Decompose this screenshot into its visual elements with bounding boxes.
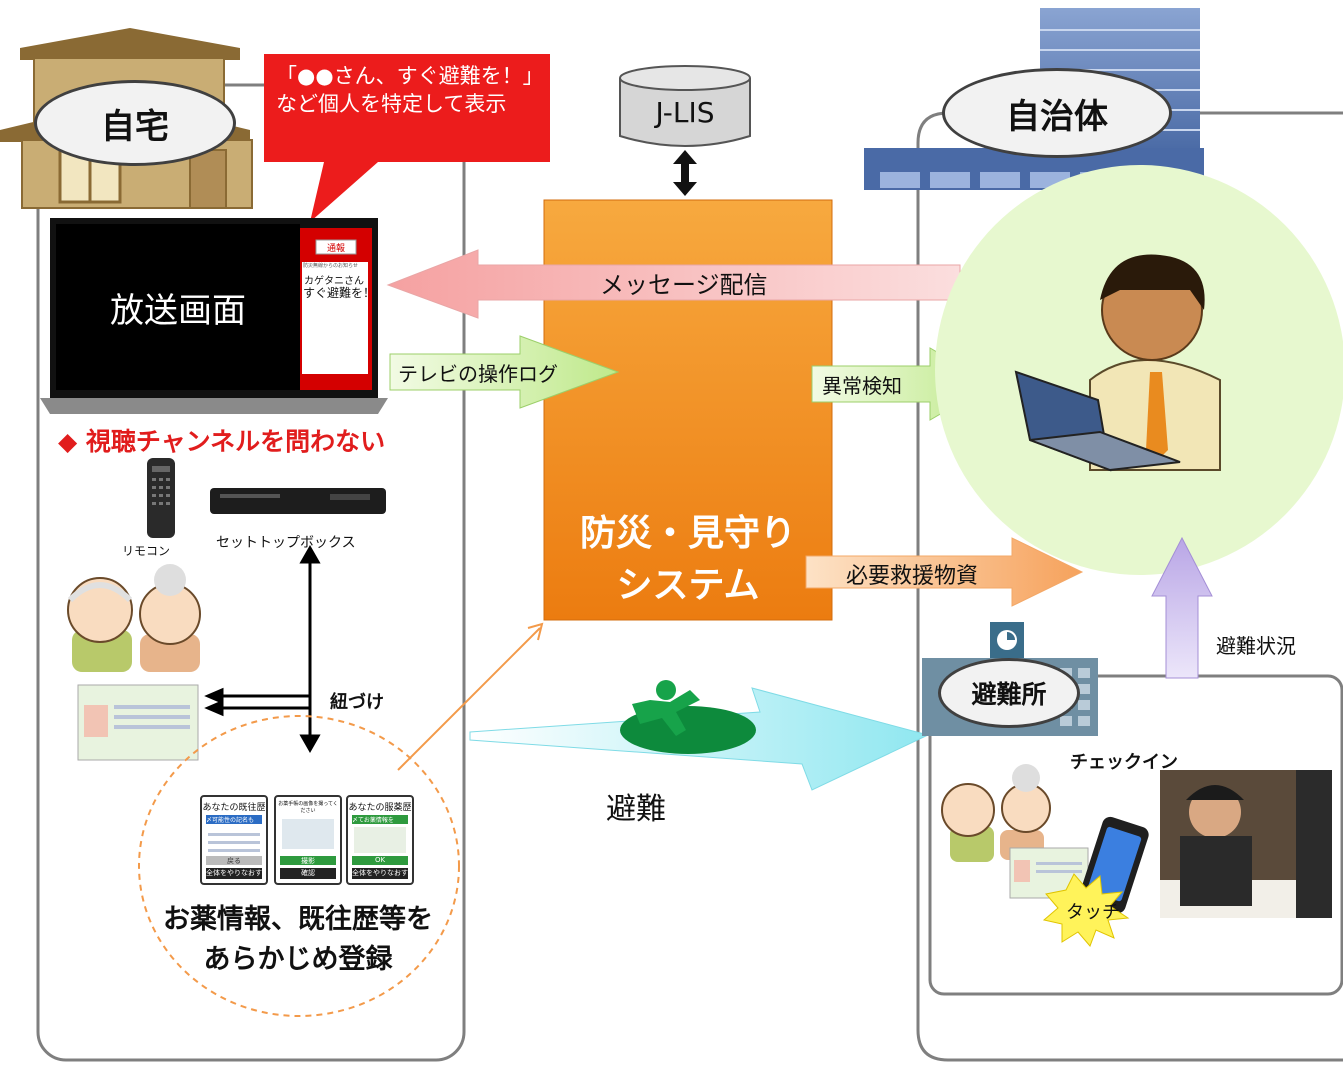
speech-balloon-text: 「●●さん、すぐ避難を！」など個人を特定して表示 bbox=[276, 64, 534, 116]
home-title: 自宅 bbox=[101, 106, 169, 147]
message-label: メッセージ配信 bbox=[600, 271, 768, 299]
municipality-title-oval: 自治体 bbox=[942, 68, 1172, 158]
set-top-box-icon bbox=[210, 488, 386, 514]
shelter-title-oval: 避難所 bbox=[938, 658, 1080, 728]
phone-title: あなたの既往歴 bbox=[202, 803, 266, 813]
remote-control-icon bbox=[147, 458, 175, 538]
tv-screen-label: 放送画面 bbox=[110, 290, 246, 331]
shelter-card-icon bbox=[1009, 847, 1089, 899]
home-panel bbox=[36, 83, 466, 1062]
channel-note: ◆ 視聴チャンネルを問わない bbox=[58, 427, 386, 456]
phone-screen-camera: お薬手帳の画像を撮ってください 撮影 確認 bbox=[274, 795, 342, 885]
phone-footer: 全体をやりなおす bbox=[352, 868, 408, 879]
phone-screen-medicine: あなたの服薬歴 〆てお薬情報を OK 全体をやりなおす bbox=[346, 795, 414, 885]
jlis-link-arrow bbox=[673, 150, 697, 196]
evac-status-arrow bbox=[1151, 536, 1213, 679]
remote-label: リモコン bbox=[122, 544, 171, 558]
operator-icon bbox=[1014, 254, 1221, 472]
tv-panel-name: カゲタニさん bbox=[304, 276, 364, 287]
phone-button: 戻る bbox=[206, 856, 262, 865]
supplies-arrow bbox=[805, 537, 1084, 607]
id-card-icon bbox=[77, 684, 199, 761]
phone-bar: 〆可能性の記名も bbox=[206, 815, 262, 824]
touch-burst-icon bbox=[1042, 873, 1130, 947]
evac-label: 避難 bbox=[606, 792, 666, 827]
phone-title: あなたの服薬歴 bbox=[348, 803, 412, 813]
phone-button: OK bbox=[352, 856, 408, 865]
tv-panel-message: すぐ避難を！ bbox=[303, 286, 376, 300]
link-connector bbox=[204, 544, 321, 754]
tv-panel-header: 防災無線からのお知らせ bbox=[303, 263, 358, 269]
supplies-label: 必要救援物資 bbox=[846, 564, 979, 589]
anomaly-label: 異常検知 bbox=[822, 374, 902, 398]
registration-arrow bbox=[397, 622, 544, 771]
running-person-icon bbox=[620, 680, 756, 754]
jlis-database-icon bbox=[619, 65, 751, 147]
registration-dashed-circle bbox=[138, 715, 460, 1017]
shelter-title: 避難所 bbox=[971, 680, 1047, 709]
tv-panel-button: 通報 bbox=[326, 244, 345, 254]
shelter-panel bbox=[928, 674, 1343, 996]
elderly-couple-icon bbox=[67, 564, 201, 672]
touch-label: タッチ bbox=[1066, 902, 1120, 923]
speech-balloon-shape bbox=[264, 54, 550, 222]
municipality-title: 自治体 bbox=[1006, 96, 1108, 137]
phone-button: 撮影 bbox=[280, 856, 336, 865]
tv-log-label: テレビの操作ログ bbox=[398, 362, 558, 386]
phone-screen-medication-history: あなたの既往歴 〆可能性の記名も 戻る 全体をやりなおす bbox=[200, 795, 268, 885]
checkin-label: チェックイン bbox=[1070, 752, 1178, 773]
stb-label: セットトップボックス bbox=[216, 535, 356, 551]
home-title-oval: 自宅 bbox=[34, 80, 236, 166]
link-label: 紐づけ bbox=[330, 692, 384, 713]
phone-title: お薬手帳の画像を撮ってください bbox=[278, 801, 338, 814]
jlis-label: J-LIS bbox=[655, 96, 715, 129]
checkin-photo bbox=[1160, 770, 1332, 918]
phone-footer: 全体をやりなおす bbox=[206, 868, 262, 879]
shelter-elderly-icon bbox=[941, 764, 1051, 862]
phone-footer: 確認 bbox=[280, 868, 336, 879]
tv-log-arrow bbox=[389, 335, 620, 409]
system-label: 防災・見守りシステム bbox=[579, 513, 796, 606]
tv-screen: 放送画面 bbox=[56, 224, 300, 390]
register-label: お薬情報、既往歴等をあらかじめ登録 bbox=[163, 904, 433, 975]
evac-status-label: 避難状況 bbox=[1216, 634, 1296, 658]
phone-bar: 〆てお薬情報を bbox=[352, 815, 408, 824]
